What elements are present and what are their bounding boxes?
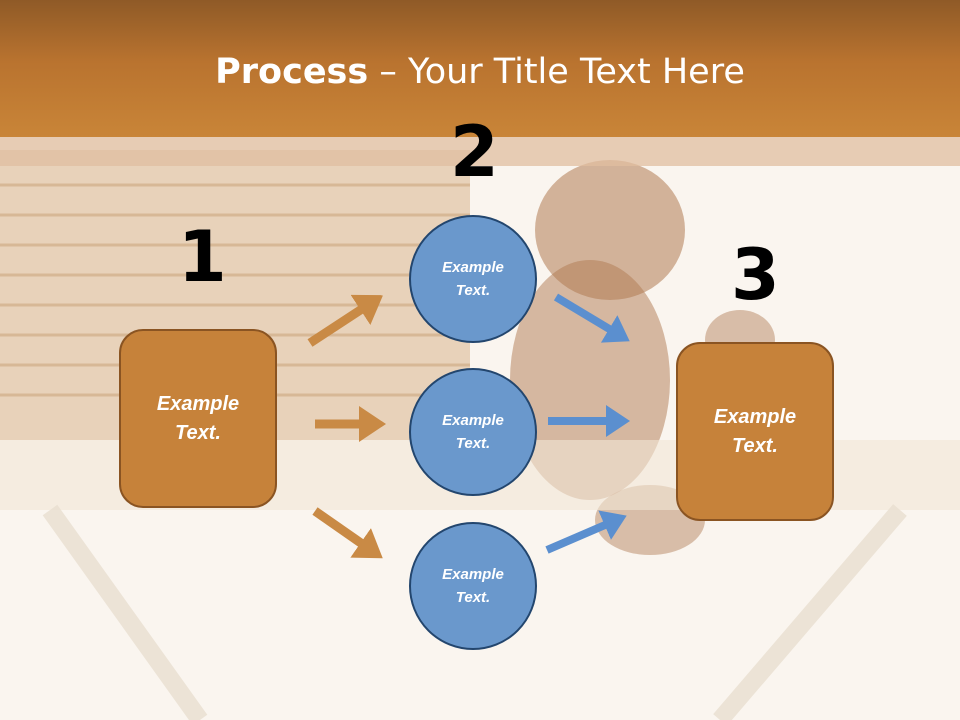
- right-step-box: Example Text.: [676, 342, 834, 521]
- step-number-2: 2: [450, 111, 499, 193]
- arrow-bottom-to-right: [545, 510, 627, 554]
- circle-top-line1: Example: [442, 259, 504, 276]
- step-number-3: 3: [731, 234, 780, 316]
- header-band: [0, 137, 960, 166]
- arrow-top-to-right: [553, 293, 630, 343]
- slide-title: Process – Your Title Text Here: [0, 52, 960, 92]
- left-step-box: Example Text.: [119, 329, 277, 508]
- title-bold: Process: [215, 52, 369, 92]
- step-number-1: 1: [178, 216, 227, 298]
- left-box-line2: Text.: [175, 421, 221, 444]
- title-rest: – Your Title Text Here: [368, 52, 745, 92]
- arrow-left-to-top: [307, 294, 384, 347]
- circle-middle: Example Text.: [409, 368, 537, 496]
- circle-middle-line1: Example: [442, 412, 504, 429]
- circle-bottom-line1: Example: [442, 566, 504, 583]
- right-box-line1: Example: [713, 405, 797, 428]
- header-bar: [0, 0, 960, 137]
- circle-top-line2: Text.: [455, 282, 491, 299]
- left-box-line1: Example: [156, 392, 240, 415]
- circle-top: Example Text.: [409, 215, 537, 343]
- arrow-left-to-bottom: [312, 507, 383, 559]
- circle-bottom: Example Text.: [409, 522, 537, 650]
- circle-middle-line2: Text.: [455, 435, 491, 452]
- circle-bottom-line2: Text.: [455, 589, 491, 606]
- right-box-line2: Text.: [732, 434, 778, 457]
